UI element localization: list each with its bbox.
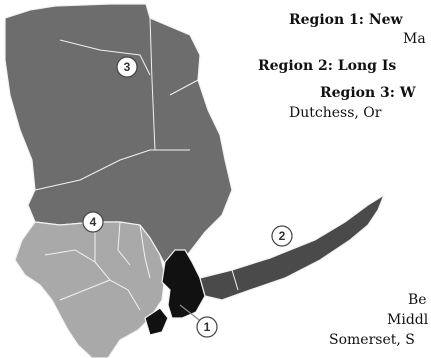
region-4-area[interactable] xyxy=(14,221,166,358)
region-4-line-1: Be xyxy=(408,292,427,308)
marker-1-circle xyxy=(196,316,218,338)
staten-island xyxy=(144,307,169,336)
marker-4[interactable]: 4 xyxy=(82,211,104,233)
marker-4-label: 4 xyxy=(90,215,97,229)
region-1-area[interactable] xyxy=(161,249,206,319)
marker-2[interactable]: 2 xyxy=(271,225,293,247)
region-1-subtitle: Ma xyxy=(403,31,426,47)
marker-3-circle xyxy=(116,56,138,78)
marker-2-label: 2 xyxy=(279,229,286,243)
marker-3-label: 3 xyxy=(124,60,131,74)
region-3-title: Region 3: W xyxy=(320,85,416,101)
marker-2-circle xyxy=(271,225,293,247)
marker-3[interactable]: 3 xyxy=(116,56,138,78)
region-4-line-2: Middl xyxy=(387,312,429,328)
region-2-title: Region 2: Long Is xyxy=(258,58,397,74)
region-4-line-3: Somerset, S xyxy=(329,332,415,348)
county-borders xyxy=(34,17,239,311)
marker-1[interactable]: 1 xyxy=(196,316,218,338)
region-2-area[interactable] xyxy=(199,193,386,301)
region-1-title: Region 1: New xyxy=(289,12,403,28)
marker-1-label: 1 xyxy=(204,320,211,334)
region-3-subtitle: Dutchess, Or xyxy=(289,105,382,121)
marker-4-circle xyxy=(82,211,104,233)
